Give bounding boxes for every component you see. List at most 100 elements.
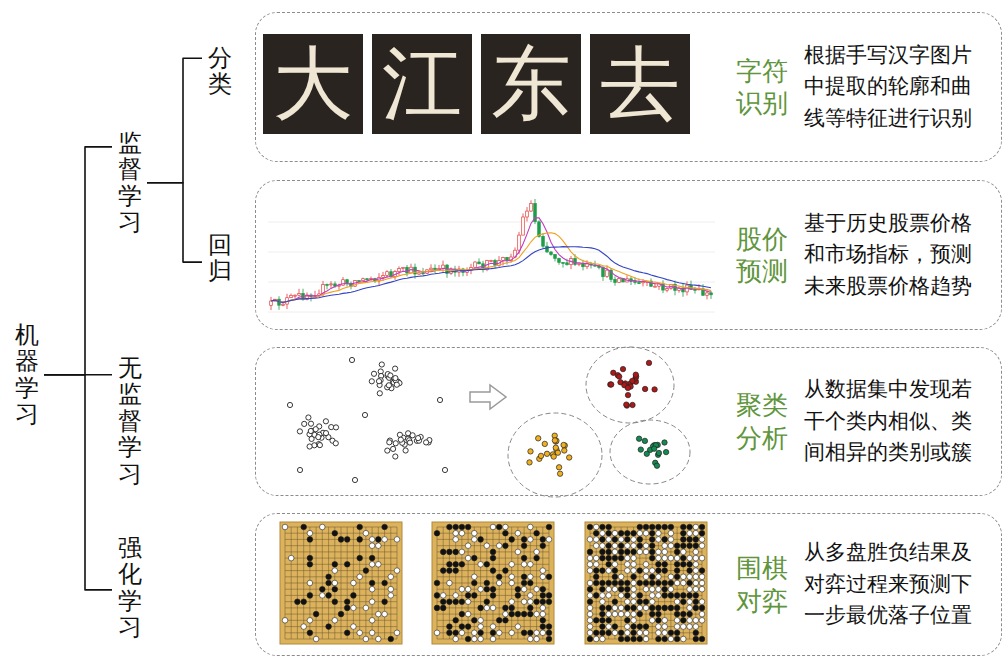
black-stone <box>447 599 453 605</box>
white-stone <box>363 636 369 642</box>
white-stone <box>534 630 540 636</box>
data-point <box>377 391 382 396</box>
cluster-point <box>636 436 641 441</box>
black-stone <box>618 630 624 636</box>
white-stone <box>662 543 668 549</box>
black-stone <box>674 568 680 574</box>
white-stone <box>490 605 496 611</box>
white-stone <box>674 624 680 630</box>
white-stone <box>693 586 699 592</box>
candle-wick <box>579 263 580 266</box>
white-stone <box>503 611 509 617</box>
white-stone <box>503 524 509 530</box>
white-stone <box>699 586 705 592</box>
black-stone <box>382 524 388 530</box>
candle-wick <box>663 280 664 293</box>
black-stone <box>534 530 540 536</box>
white-stone <box>699 555 705 561</box>
black-stone <box>478 630 484 636</box>
candle-wick <box>311 293 312 301</box>
candle-body <box>434 268 437 270</box>
black-stone <box>649 580 655 586</box>
example-description: 从多盘胜负结果及对弈过程来预测下一步最优落子位置 <box>804 537 975 632</box>
white-stone <box>320 593 326 599</box>
black-stone <box>459 624 465 630</box>
black-stone <box>521 574 527 580</box>
black-stone <box>447 568 453 574</box>
white-stone <box>687 599 693 605</box>
white-stone <box>625 611 631 617</box>
data-point <box>385 448 390 453</box>
white-stone <box>587 624 593 630</box>
black-stone <box>668 630 674 636</box>
hollow-arrow <box>470 385 506 409</box>
candle-body <box>574 259 577 265</box>
candle-body <box>606 270 609 277</box>
black-stone <box>528 605 534 611</box>
example-description: 基于历史股票价格和市场指标，预测未来股票价格趋势 <box>804 208 975 303</box>
black-stone <box>369 555 375 561</box>
cluster-point <box>567 455 572 460</box>
candle-wick <box>551 251 552 256</box>
black-stone <box>618 586 624 592</box>
black-stone <box>674 636 680 642</box>
data-point <box>393 454 398 459</box>
black-stone <box>631 624 637 630</box>
white-stone <box>382 611 388 617</box>
white-stone <box>509 574 515 580</box>
white-stone <box>699 599 705 605</box>
black-stone <box>307 537 313 543</box>
white-stone <box>534 636 540 642</box>
cluster-point <box>609 382 614 387</box>
cluster-point <box>662 440 667 445</box>
white-stone <box>649 618 655 624</box>
candle-body <box>562 262 565 263</box>
candle-wick <box>571 256 572 269</box>
white-stone <box>625 599 631 605</box>
black-stone <box>687 568 693 574</box>
black-stone <box>528 580 534 586</box>
white-stone <box>351 624 357 630</box>
white-stone <box>546 537 552 543</box>
white-stone <box>540 611 546 617</box>
white-stone <box>662 630 668 636</box>
black-stone <box>440 549 446 555</box>
candle-wick <box>331 281 332 288</box>
black-stone <box>631 605 637 611</box>
cluster-point <box>553 445 558 450</box>
white-stone <box>687 586 693 592</box>
black-stone <box>465 624 471 630</box>
cluster-illustration <box>287 347 690 497</box>
black-stone <box>612 624 618 630</box>
black-stone <box>307 555 313 561</box>
candle-wick <box>463 268 464 277</box>
candle-body <box>422 273 425 274</box>
black-stone <box>681 618 687 624</box>
white-stone <box>606 593 612 599</box>
black-stone <box>656 568 662 574</box>
white-stone <box>643 630 649 636</box>
black-stone <box>600 555 606 561</box>
white-stone <box>459 630 465 636</box>
black-stone <box>490 630 496 636</box>
black-stone <box>382 580 388 586</box>
white-stone <box>447 580 453 586</box>
black-stone <box>674 593 680 599</box>
black-stone <box>540 624 546 630</box>
white-stone <box>625 562 631 568</box>
category-label: 监督学习 <box>118 130 142 236</box>
black-stone <box>472 593 478 599</box>
cluster-point <box>617 374 622 379</box>
white-stone <box>643 562 649 568</box>
black-stone <box>681 611 687 617</box>
white-stone <box>631 580 637 586</box>
black-stone <box>503 618 509 624</box>
white-stone <box>600 543 606 549</box>
black-stone <box>515 593 521 599</box>
candle-body <box>298 293 301 295</box>
data-point <box>308 428 313 433</box>
black-stone <box>637 624 643 630</box>
white-stone <box>528 593 534 599</box>
black-stone <box>625 530 631 536</box>
white-stone <box>631 537 637 543</box>
